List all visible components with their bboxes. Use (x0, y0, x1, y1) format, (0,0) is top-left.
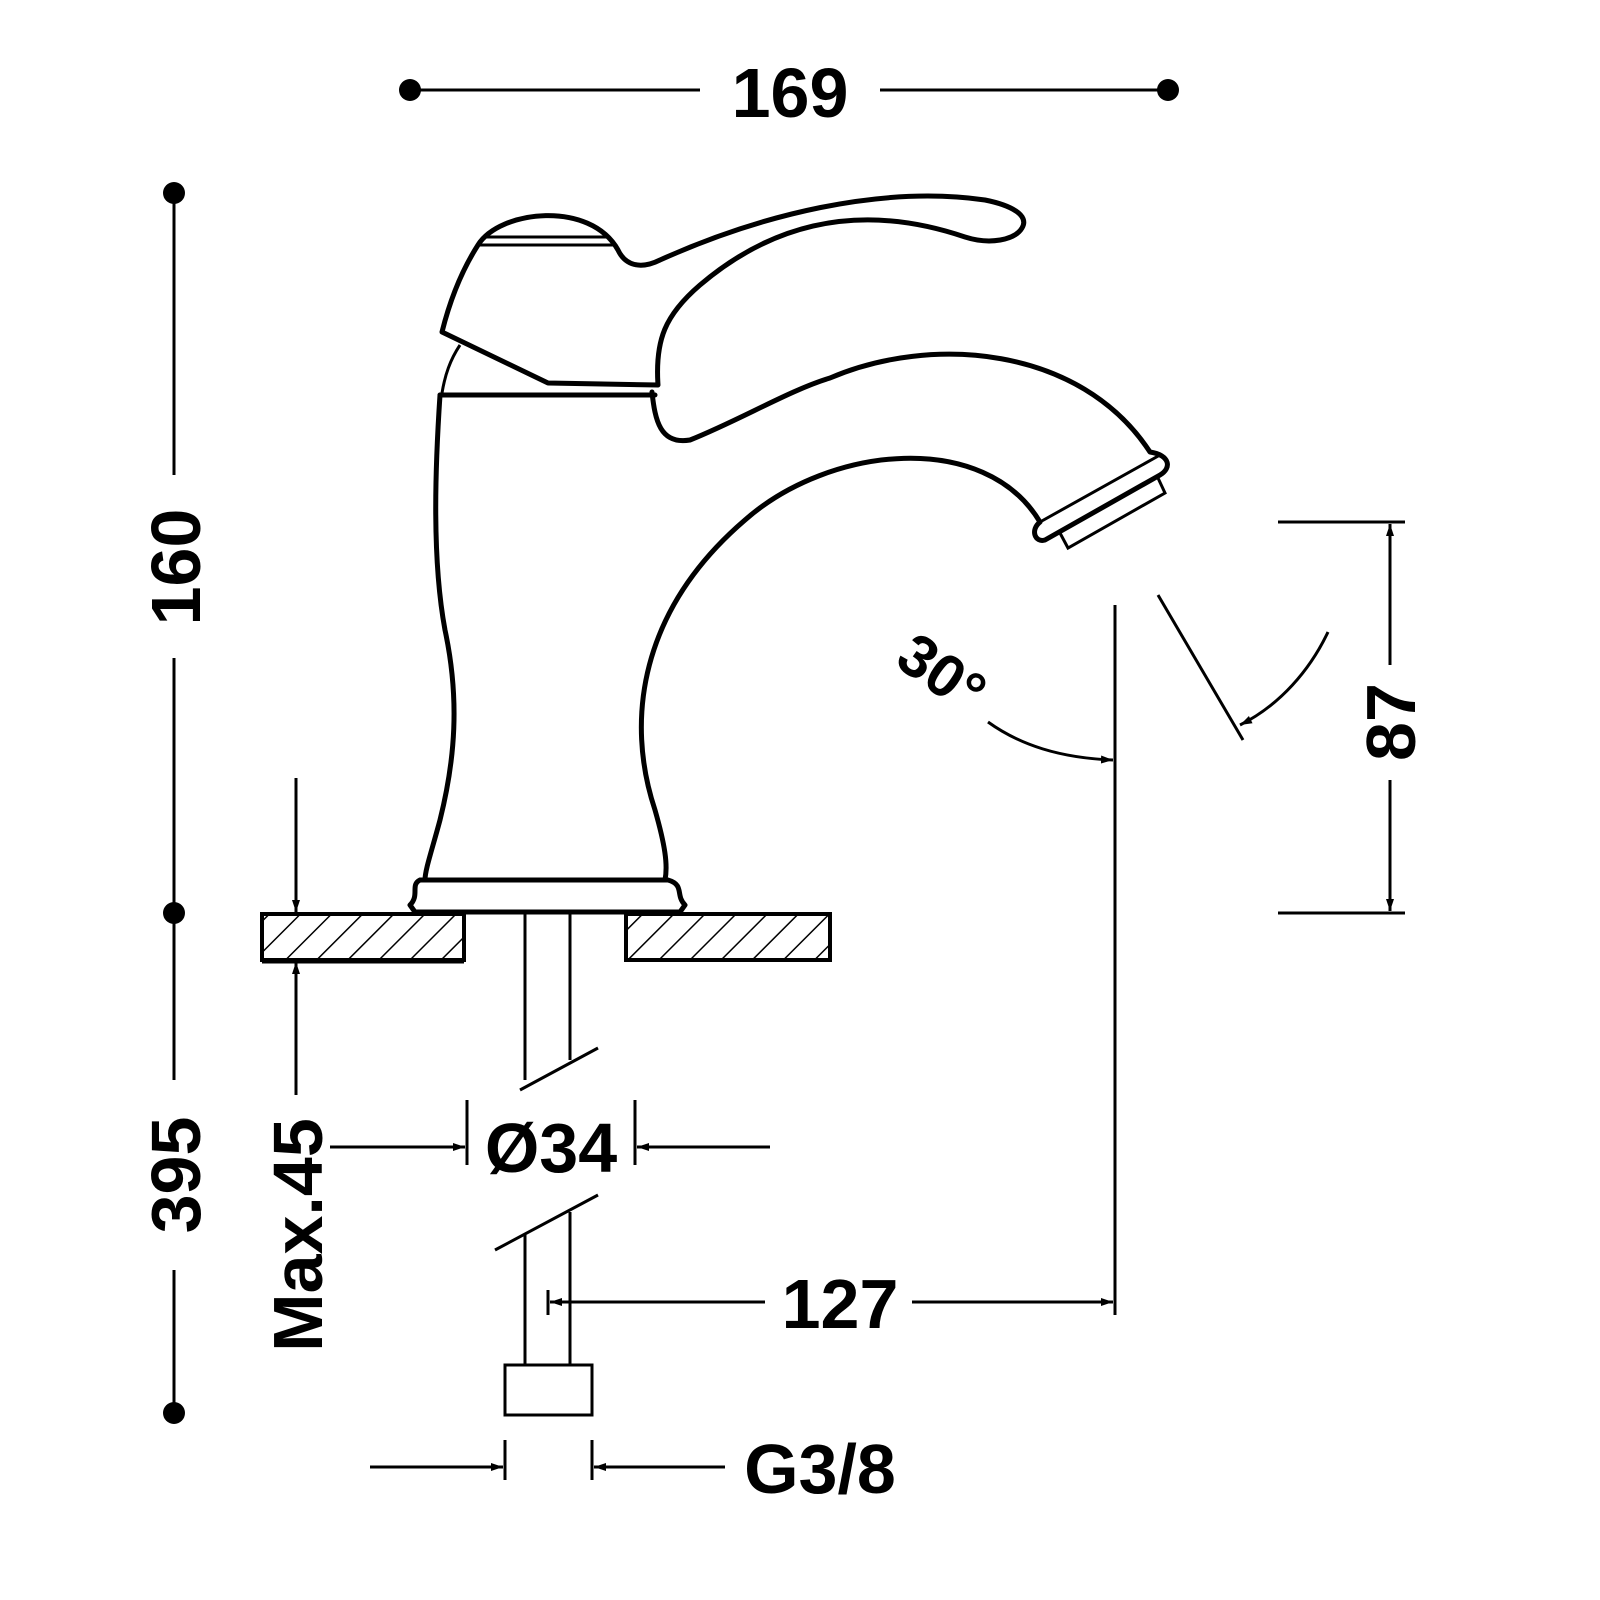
spout (638, 351, 1170, 883)
dim-thread: G3/8 (370, 1430, 896, 1508)
dim-hole-diameter: Ø34 (330, 1100, 770, 1187)
dim-label-max45: Max.45 (259, 1118, 337, 1351)
dim-heights: 160 395 (137, 182, 215, 1424)
dim-label-30deg: 30° (885, 620, 998, 727)
supply-pipes (494, 914, 599, 1417)
dim-label-87: 87 (1352, 683, 1430, 761)
faucet-body (407, 351, 1170, 915)
dim-label-160: 160 (137, 509, 215, 626)
dim-label-127: 127 (782, 1265, 899, 1343)
dim-label-d34: Ø34 (485, 1109, 617, 1187)
dim-max-thickness: Max.45 (259, 778, 464, 1352)
dim-overall-width: 169 (399, 54, 1179, 132)
aerator (1058, 477, 1167, 551)
countertop (260, 912, 832, 962)
lever-handle (439, 193, 1027, 394)
dim-spout-height: 87 (1278, 520, 1430, 915)
dim-spout-angle: 30° (885, 594, 1330, 764)
dim-label-g38: G3/8 (744, 1430, 896, 1508)
dim-label-169: 169 (732, 54, 849, 132)
connection-fitting (503, 1363, 594, 1417)
dim-label-395: 395 (137, 1117, 215, 1234)
dim-spout-reach: 127 (546, 605, 1117, 1343)
